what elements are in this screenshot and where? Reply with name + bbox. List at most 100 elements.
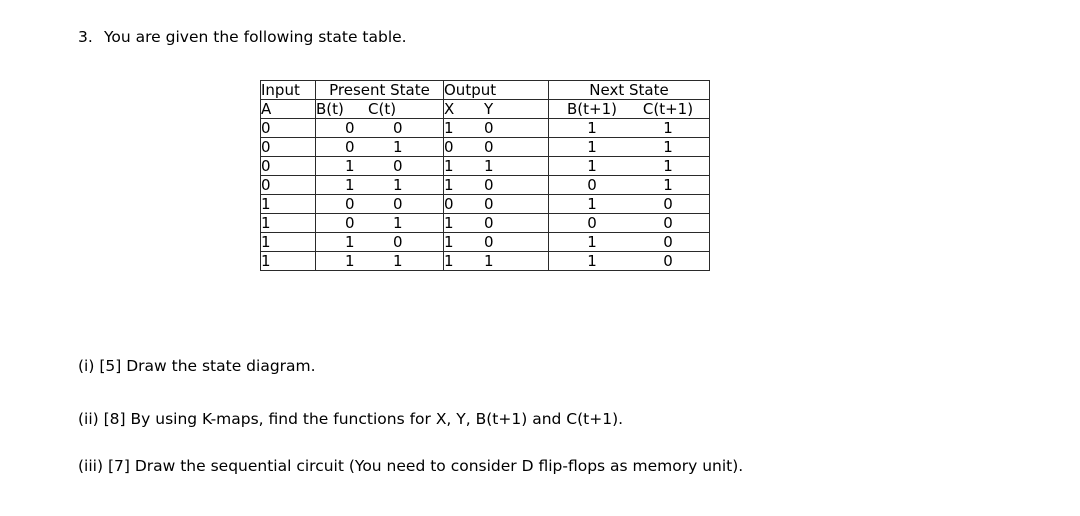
cell-b: 1 <box>345 252 355 270</box>
table-header-row-groups: Input Present State Output Next State <box>260 80 710 100</box>
table-row: 0 1 0 1 1 1 1 <box>260 156 710 176</box>
cell-x: 0 <box>444 195 454 213</box>
cell-x: 1 <box>444 214 454 232</box>
cell-a: 0 <box>260 137 316 157</box>
cell-b: 1 <box>345 176 355 194</box>
cell-nc: 0 <box>663 195 673 213</box>
cell-x: 1 <box>444 233 454 251</box>
cell-y: 0 <box>484 138 494 156</box>
cell-present: 0 0 <box>315 194 444 214</box>
cell-x: 1 <box>444 119 454 137</box>
cell-c: 0 <box>393 157 403 175</box>
subheader-bt: B(t) <box>316 100 344 118</box>
cell-nb: 1 <box>587 233 597 251</box>
cell-x: 1 <box>444 176 454 194</box>
cell-c: 0 <box>393 195 403 213</box>
subheader-output: X Y <box>443 99 549 119</box>
cell-nc: 1 <box>663 138 673 156</box>
subquestion-i: (i) [5] Draw the state diagram. <box>78 357 316 375</box>
cell-b: 0 <box>345 119 355 137</box>
cell-y: 0 <box>484 214 494 232</box>
cell-nb: 1 <box>587 119 597 137</box>
table-row: 1 1 0 1 0 1 0 <box>260 232 710 252</box>
cell-next: 1 0 <box>548 251 710 271</box>
cell-a: 0 <box>260 118 316 138</box>
cell-nb: 0 <box>587 176 597 194</box>
cell-present: 1 1 <box>315 175 444 195</box>
subheader-x: X <box>444 100 455 118</box>
subheader-ct: C(t) <box>368 100 397 118</box>
cell-y: 1 <box>484 252 494 270</box>
header-input: Input <box>260 80 316 100</box>
subheader-bt1: B(t+1) <box>567 100 617 118</box>
cell-y: 0 <box>484 233 494 251</box>
cell-b: 1 <box>345 233 355 251</box>
cell-next: 0 0 <box>548 213 710 233</box>
cell-next: 1 1 <box>548 156 710 176</box>
cell-output: 1 1 <box>443 251 549 271</box>
table-row: 0 0 0 1 0 1 1 <box>260 118 710 138</box>
cell-present: 1 0 <box>315 156 444 176</box>
cell-c: 1 <box>393 252 403 270</box>
cell-nc: 0 <box>663 252 673 270</box>
cell-a: 1 <box>260 213 316 233</box>
cell-output: 0 0 <box>443 137 549 157</box>
subheader-ct1: C(t+1) <box>642 100 694 118</box>
cell-next: 1 1 <box>548 118 710 138</box>
cell-a: 1 <box>260 232 316 252</box>
subquestion-iii: (iii) [7] Draw the sequential circuit (Y… <box>78 457 744 475</box>
cell-nc: 1 <box>663 157 673 175</box>
cell-nb: 1 <box>587 195 597 213</box>
subquestion-ii: (ii) [8] By using K-maps, find the funct… <box>78 410 624 428</box>
cell-present: 1 1 <box>315 251 444 271</box>
header-next-state: Next State <box>548 80 710 100</box>
cell-b: 0 <box>345 214 355 232</box>
subheader-y: Y <box>484 100 494 118</box>
cell-next: 1 0 <box>548 232 710 252</box>
cell-c: 1 <box>393 138 403 156</box>
cell-nc: 1 <box>663 119 673 137</box>
cell-a: 0 <box>260 156 316 176</box>
cell-next: 0 1 <box>548 175 710 195</box>
cell-output: 1 0 <box>443 213 549 233</box>
subheader-present: B(t) C(t) <box>315 99 444 119</box>
cell-x: 1 <box>444 252 454 270</box>
cell-y: 1 <box>484 157 494 175</box>
subheader-next: B(t+1) C(t+1) <box>548 99 710 119</box>
cell-present: 1 0 <box>315 232 444 252</box>
cell-output: 1 1 <box>443 156 549 176</box>
cell-nb: 1 <box>587 157 597 175</box>
cell-output: 1 0 <box>443 175 549 195</box>
cell-b: 0 <box>345 138 355 156</box>
question-text: You are given the following state table. <box>104 28 407 46</box>
cell-c: 1 <box>393 214 403 232</box>
table-header-row-subs: A B(t) C(t) X Y B(t+1) C(t+1) <box>260 99 710 119</box>
question-heading: 3. You are given the following state tabl… <box>78 28 407 46</box>
table-row: 0 1 1 1 0 0 1 <box>260 175 710 195</box>
header-output: Output <box>443 80 549 100</box>
cell-next: 1 0 <box>548 194 710 214</box>
cell-b: 0 <box>345 195 355 213</box>
header-present-state: Present State <box>315 80 444 100</box>
cell-c: 1 <box>393 176 403 194</box>
cell-output: 1 0 <box>443 118 549 138</box>
cell-nc: 1 <box>663 176 673 194</box>
cell-x: 0 <box>444 138 454 156</box>
table-row: 1 0 0 0 0 1 0 <box>260 194 710 214</box>
cell-present: 0 0 <box>315 118 444 138</box>
cell-next: 1 1 <box>548 137 710 157</box>
question-number: 3. <box>78 28 93 46</box>
cell-y: 0 <box>484 195 494 213</box>
cell-c: 0 <box>393 233 403 251</box>
cell-nc: 0 <box>663 233 673 251</box>
cell-x: 1 <box>444 157 454 175</box>
cell-nb: 1 <box>587 138 597 156</box>
cell-present: 0 1 <box>315 213 444 233</box>
cell-a: 1 <box>260 194 316 214</box>
cell-b: 1 <box>345 157 355 175</box>
cell-a: 1 <box>260 251 316 271</box>
cell-output: 1 0 <box>443 232 549 252</box>
cell-a: 0 <box>260 175 316 195</box>
cell-present: 0 1 <box>315 137 444 157</box>
